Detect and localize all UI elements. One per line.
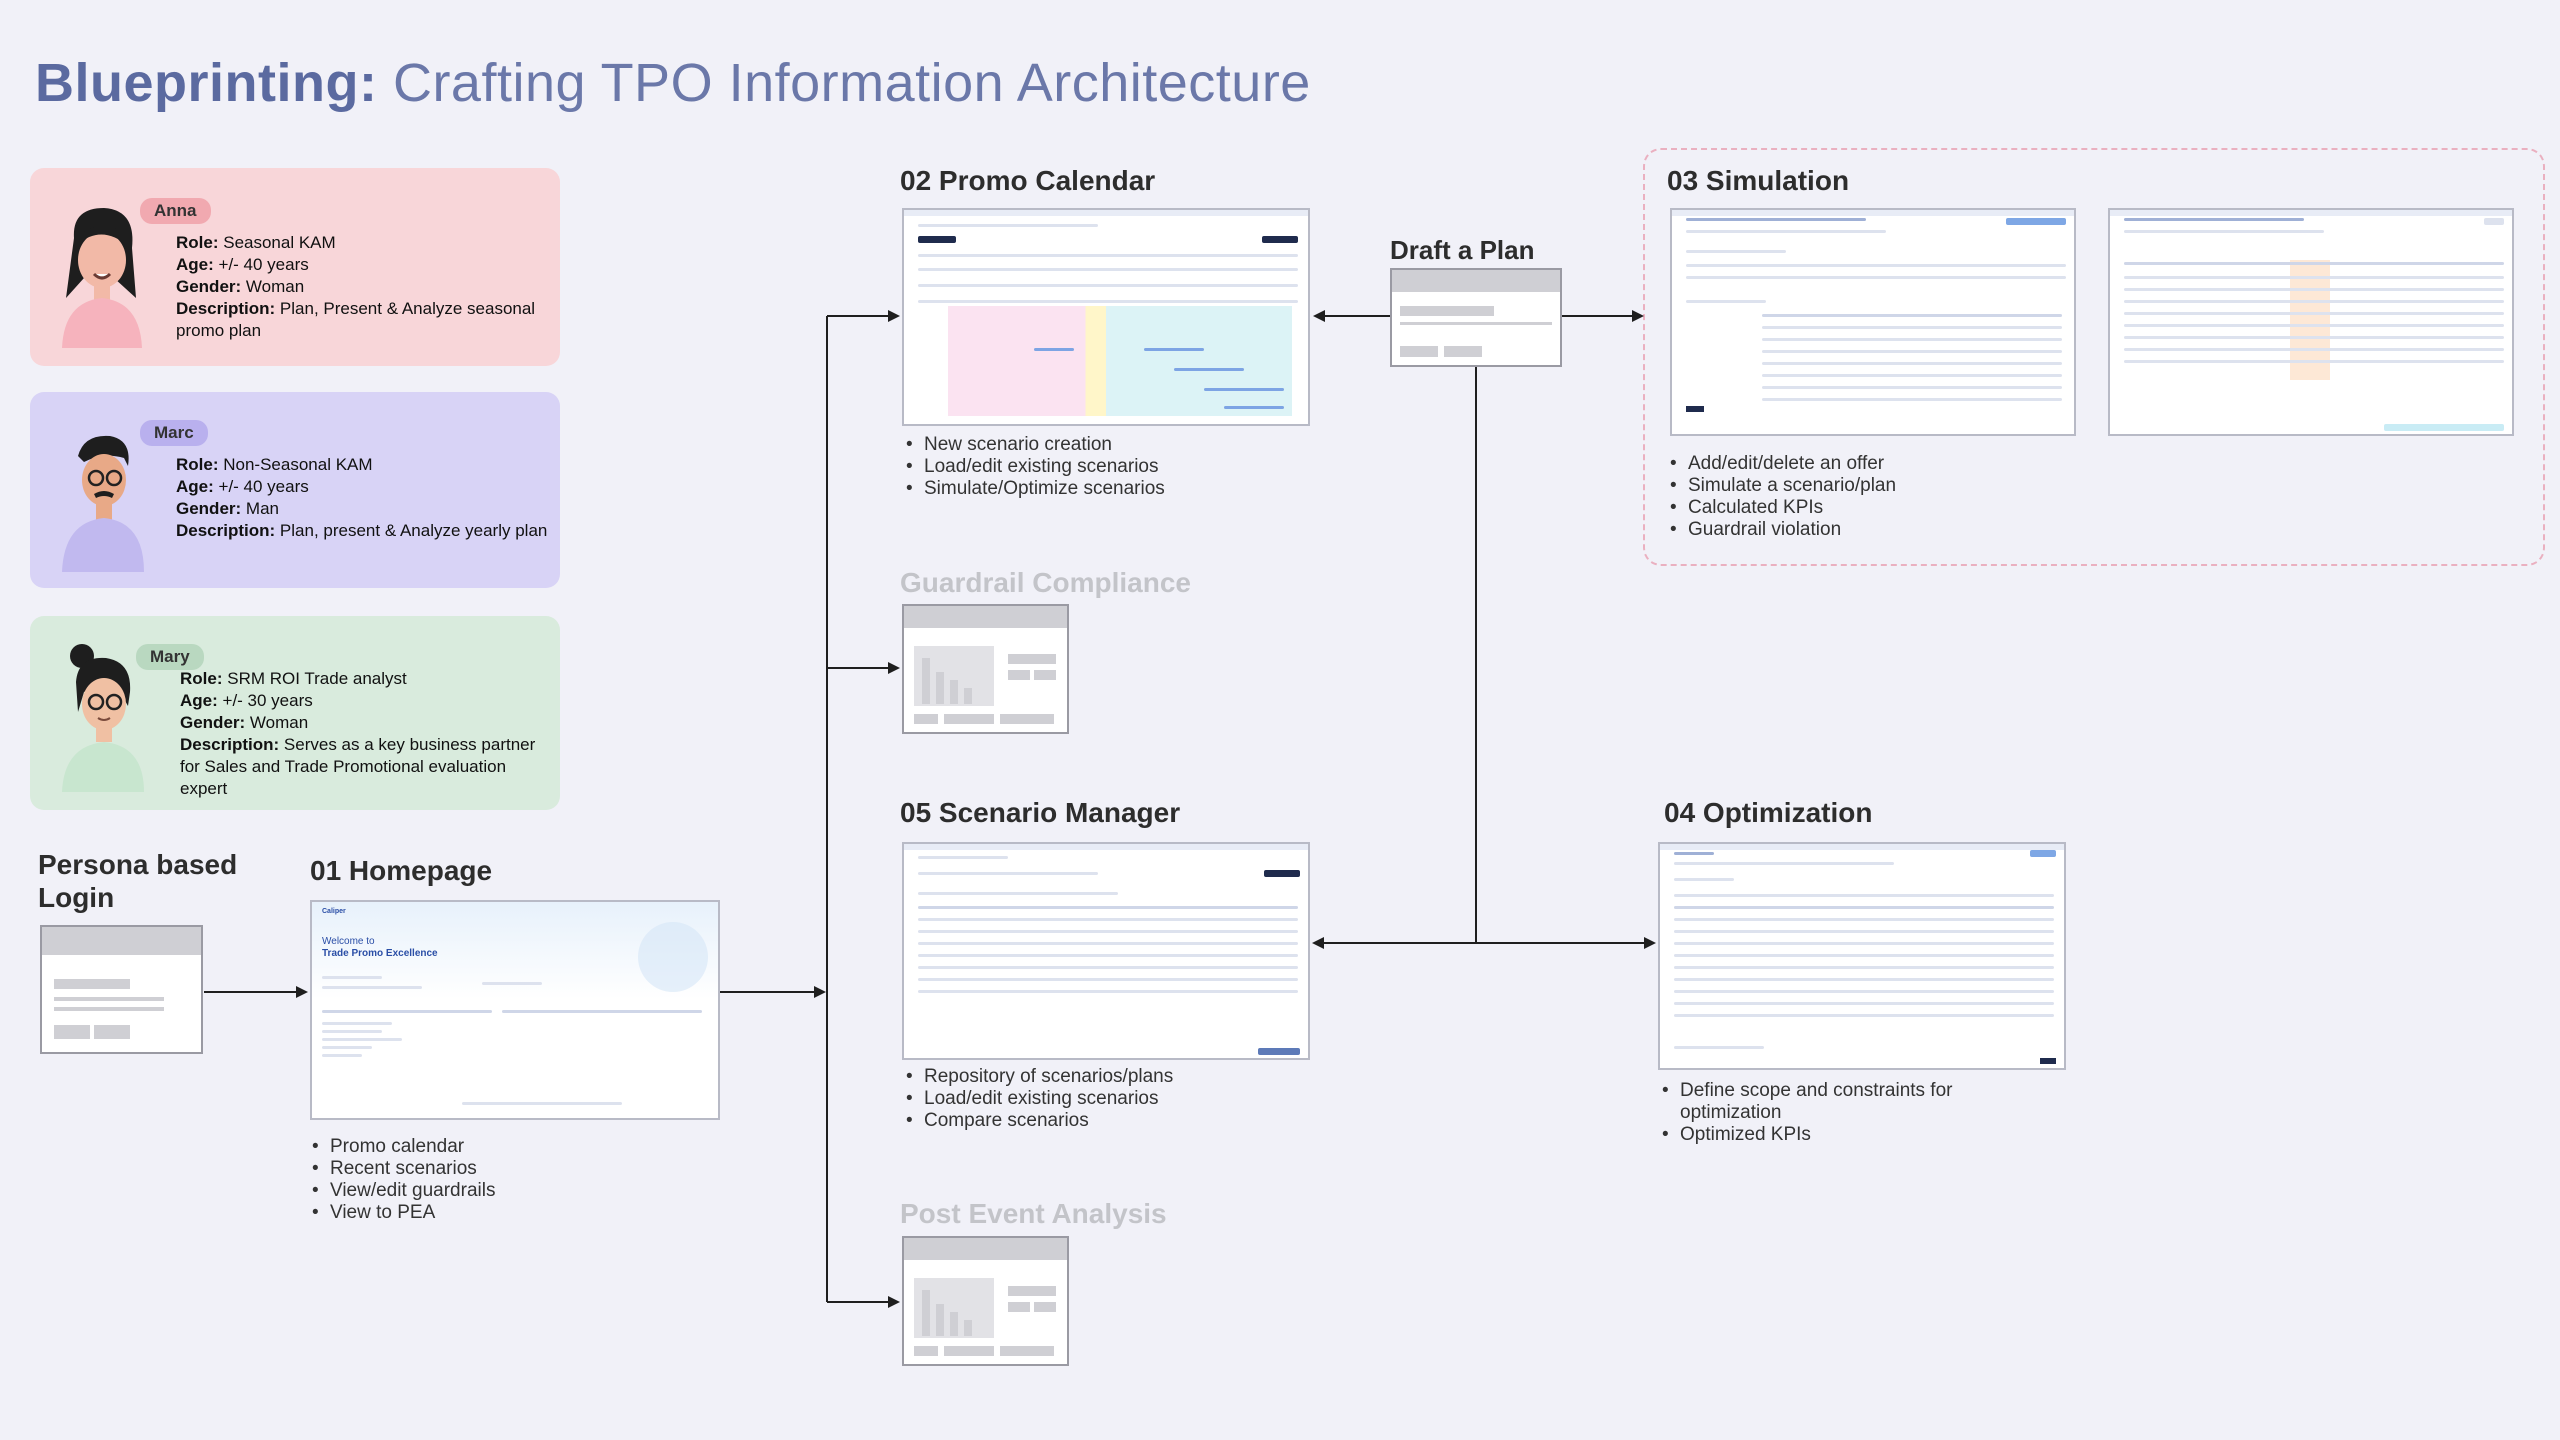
scenario-manager-label: 05 Scenario Manager [900,797,1181,828]
scenario-manager-screenshot[interactable] [902,842,1310,1060]
post-event-wireframe[interactable] [902,1236,1069,1366]
persona-info: Role: SRM ROI Trade analyst Age: +/- 30 … [180,669,536,798]
optimization-bullets: Define scope and constraints for optimiz… [1662,1080,2022,1146]
optimization-label: 04 Optimization [1664,797,1873,828]
simulation-screenshot-1[interactable] [1670,208,2076,436]
promo-calendar-screenshot[interactable] [902,208,1310,426]
page-title: Blueprinting: Crafting TPO Information A… [35,52,1311,114]
persona-card-anna[interactable]: Anna Role: Seasonal KAM Age: +/- 40 year… [30,168,560,366]
persona-name: Anna [140,198,211,224]
promo-calendar-label: 02 Promo Calendar [900,165,1156,196]
title-rest: Crafting TPO Information Architecture [377,53,1311,113]
avatar-woman-icon [62,208,142,348]
avatar-woman-glasses-icon [62,644,144,792]
scenario-manager-bullets: Repository of scenarios/plans Load/edit … [906,1066,1173,1132]
login-label: Persona based Login [38,849,238,913]
guardrail-label: Guardrail Compliance [900,567,1191,598]
persona-name: Mary [136,644,204,670]
login-wireframe[interactable] [40,925,203,1054]
homepage-label: 01 Homepage [310,855,493,886]
persona-info: Role: Seasonal KAM Age: +/- 40 years Gen… [176,233,536,340]
persona-card-marc[interactable]: Marc Role: Non-Seasonal KAM Age: +/- 40 … [30,392,560,588]
simulation-label: 03 Simulation [1667,165,1850,196]
persona-info: Role: Non-Seasonal KAM Age: +/- 40 years… [176,455,548,540]
homepage-bullets: Promo calendar Recent scenarios View/edi… [312,1136,495,1224]
persona-name: Marc [140,420,208,446]
simulation-bullets: Add/edit/delete an offer Simulate a scen… [1670,453,1896,541]
homepage-screenshot[interactable]: Caliper Welcome to Trade Promo Excellenc… [310,900,720,1120]
post-event-label: Post Event Analysis [900,1198,1167,1229]
draft-plan-label: Draft a Plan [1390,235,1535,265]
draft-plan-wireframe[interactable] [1390,268,1562,367]
title-bold: Blueprinting: [35,53,378,113]
promo-calendar-bullets: New scenario creation Load/edit existing… [906,434,1165,500]
optimization-screenshot[interactable] [1658,842,2066,1070]
simulation-frame [1643,148,2545,566]
persona-card-mary[interactable]: Mary Role: SRM ROI Trade analyst Age: +/… [30,616,560,810]
simulation-screenshot-2[interactable] [2108,208,2514,436]
guardrail-wireframe[interactable] [902,604,1069,734]
avatar-man-icon [62,435,144,572]
